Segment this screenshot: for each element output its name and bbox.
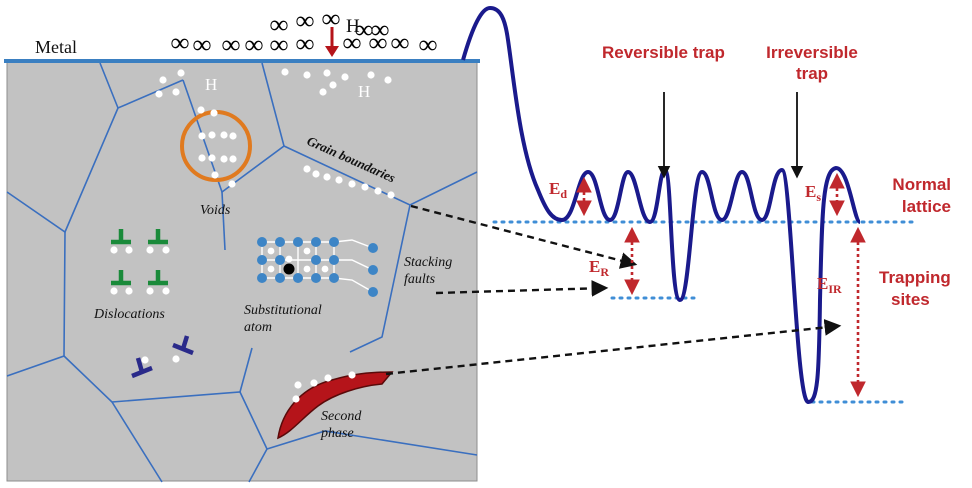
stacking-label-line1: Stacking [404, 255, 452, 270]
energy-barrier-arrows [576, 172, 866, 398]
hydrogen-label-right: H [358, 82, 370, 101]
dislocations-label: Dislocations [93, 307, 165, 322]
second-phase-precipitate: Second phase [277, 371, 394, 441]
substitutional-label-line1: Substitutional [244, 303, 322, 318]
er-symbol: ER [589, 257, 609, 279]
h2-molecule-icon: ∞ [371, 15, 390, 44]
eir-symbol: EIR [817, 274, 842, 296]
h2-molecule-icon: ∞ [369, 28, 388, 57]
h2-molecule-icon: ∞ [322, 4, 341, 33]
stacking-label-line2: faults [404, 272, 436, 287]
dislocation-hydrogen [110, 246, 170, 295]
dislocation-symbol [111, 270, 131, 286]
hydrogen-label-top: H [346, 16, 360, 37]
grain-boundary-arrow [410, 204, 638, 269]
metal-block [4, 59, 480, 482]
h2-molecule-icon: ∞ [296, 6, 315, 35]
h2-molecule-icon: ∞ [419, 30, 438, 59]
normal-lattice-label-line2: lattice [902, 197, 951, 216]
energy-levels [492, 220, 914, 404]
es-symbol: Es [805, 182, 821, 204]
h2-molecule-icon: ∞ [270, 10, 289, 39]
stacking-fault-arrow [435, 280, 609, 297]
trapping-sites-label-line2: sites [891, 290, 930, 309]
hydrogen-label-left: H [205, 75, 217, 94]
energy-profile-curve [461, 6, 862, 404]
metal-label: Metal [35, 37, 77, 57]
void-trap: Voids [180, 106, 252, 218]
dislocation-symbol [148, 270, 168, 286]
normal-lattice-label-line1: Normal [892, 175, 951, 194]
irreversible-trap-label-line2: trap [796, 64, 828, 83]
mapping-arrows [385, 204, 842, 376]
dislocation-symbol [111, 229, 131, 245]
h2-molecule-icon: ∞ [296, 29, 315, 58]
ed-symbol: Ed [549, 179, 567, 201]
second-phase-label-line2: phase [320, 426, 354, 441]
voids-label: Voids [200, 203, 231, 218]
second-phase-arrow [385, 319, 842, 376]
grain-boundaries-network [6, 62, 478, 483]
trapping-sites-label-line1: Trapping [879, 268, 951, 287]
irreversible-trap-label-line1: Irreversible [766, 43, 858, 62]
h2-molecule-icon: ∞ [171, 28, 190, 57]
hydrogen-entry-arrow [325, 27, 339, 57]
substitutional-label-line2: atom [244, 320, 272, 335]
h2-molecule-icon: ∞ [245, 30, 264, 59]
substitutional-lattice: Substitutional atom [244, 237, 378, 335]
h2-molecule-icon: ∞ [343, 28, 362, 57]
dislocation-symbol [148, 229, 168, 245]
surface-hydrogen-atoms [155, 68, 392, 98]
h2-molecule-icon: ∞ [222, 30, 241, 59]
dislocation-hydrogen [141, 355, 180, 364]
reversible-trap-label: Reversible trap [602, 43, 725, 62]
dislocations-group [111, 229, 168, 286]
h2-molecule-icon: ∞ [391, 28, 410, 57]
dislocation-symbol [131, 357, 153, 379]
h2-molecule-icon: ∞ [270, 30, 289, 59]
substitutional-atom [283, 263, 295, 275]
h2-molecule-icon: ∞ [193, 30, 212, 59]
hydrogen-molecules: ∞ ∞ ∞ ∞ ∞ ∞ ∞ ∞ ∞ ∞ ∞ ∞ ∞ ∞ ∞ [171, 4, 438, 59]
dislocation-symbol [172, 335, 194, 356]
h2-molecule-icon: ∞ [355, 15, 374, 44]
second-phase-label-line1: Second [321, 409, 362, 424]
